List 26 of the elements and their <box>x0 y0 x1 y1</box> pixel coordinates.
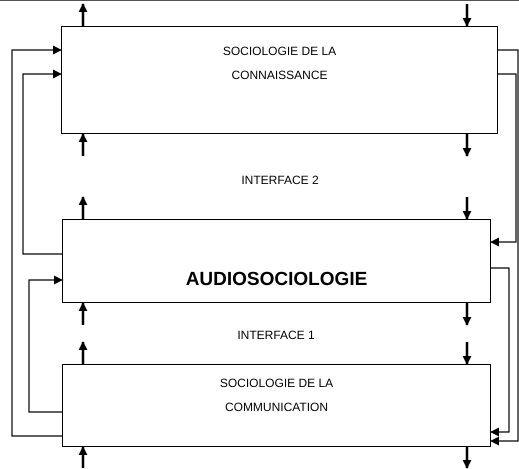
arrow <box>78 446 88 468</box>
arrow <box>490 49 519 446</box>
arrow <box>78 133 88 156</box>
arrow <box>462 134 472 157</box>
process-box <box>62 219 491 303</box>
box-title: SOCIOLOGIE DE LA COMMUNICATION <box>218 375 334 416</box>
process-box <box>61 26 498 134</box>
interface-label: INTERFACE 2 <box>241 172 319 189</box>
arrow <box>462 447 472 469</box>
arrow <box>462 4 472 27</box>
process-box <box>62 364 491 447</box>
box-title: SOCIOLOGIE DE LA CONNAISSANCE <box>222 43 338 84</box>
arrow <box>490 73 517 246</box>
arrow <box>462 197 472 220</box>
arrow <box>78 196 88 219</box>
arrow <box>78 3 88 26</box>
arrow <box>78 341 88 364</box>
arrow <box>28 276 63 413</box>
arrow <box>78 302 88 325</box>
interface-label: INTERFACE 1 <box>237 327 315 344</box>
arrow <box>22 70 62 255</box>
arrow <box>462 342 472 365</box>
arrow <box>490 267 510 436</box>
arrow <box>11 46 62 437</box>
box-title: AUDIOSOCIOLOGIE <box>186 268 368 292</box>
arrow <box>462 303 472 326</box>
